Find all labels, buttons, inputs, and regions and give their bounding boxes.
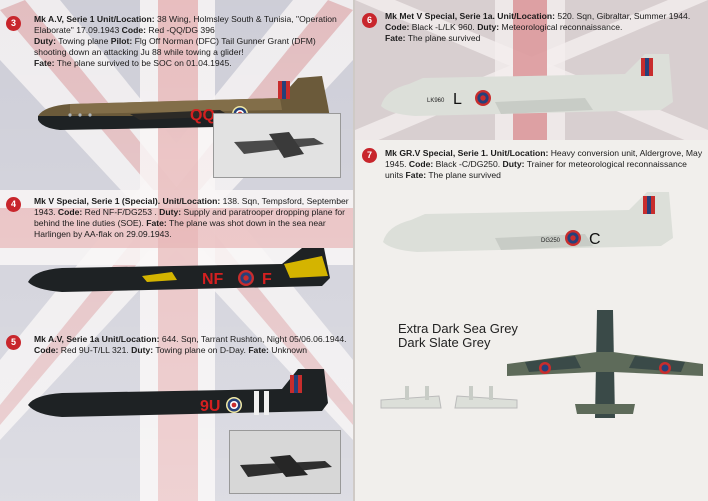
camo-color-2: Dark Slate Grey bbox=[398, 335, 491, 350]
page-gutter bbox=[353, 0, 355, 501]
entry-5-description: Mk A.V, Serie 1a Unit/Location: 644. Sqn… bbox=[34, 334, 347, 355]
plane-profile-entry-4: NF F bbox=[28, 248, 330, 292]
svg-text:F: F bbox=[262, 271, 272, 288]
entry-3-description: Mk A.V, Serie 1 Unit/Location: 38 Wing, … bbox=[34, 14, 337, 68]
entry-6-description: Mk Met V Special, Serie 1a. Unit/Locatio… bbox=[385, 11, 691, 43]
historical-photo-entry-5 bbox=[229, 430, 341, 494]
entry-7-description: Mk GR.V Special, Serie 1. Unit/Location:… bbox=[385, 148, 703, 180]
svg-text:C: C bbox=[589, 231, 601, 248]
underside-wing-plan bbox=[380, 386, 518, 409]
plane-profile-entry-5: 9U bbox=[28, 369, 328, 417]
plane-profile-entry-6: LK960 L bbox=[381, 54, 673, 116]
entry-number-badge: 3 bbox=[6, 16, 21, 31]
svg-text:DG250: DG250 bbox=[541, 238, 561, 244]
svg-text:L: L bbox=[453, 91, 462, 108]
entry-number-badge: 7 bbox=[362, 148, 377, 163]
entry-number-badge: 5 bbox=[6, 335, 21, 350]
entry-number-badge: 6 bbox=[362, 13, 377, 28]
right-page: 6 Mk Met V Special, Serie 1a. Unit/Locat… bbox=[355, 0, 708, 501]
plane-profile-entry-7: DG250 C bbox=[383, 192, 673, 252]
entry-4-description: Mk V Special, Serie 1 (Special). Unit/Lo… bbox=[34, 196, 349, 239]
svg-text:LK960: LK960 bbox=[427, 98, 445, 104]
svg-text:9U: 9U bbox=[200, 398, 220, 415]
entry-number-badge: 4 bbox=[6, 197, 21, 212]
left-page: 3 Mk A.V, Serie 1 Unit/Location: 38 Wing… bbox=[0, 0, 353, 501]
camo-color-1: Extra Dark Sea Grey bbox=[398, 321, 518, 336]
code-letters: QQ bbox=[190, 107, 215, 124]
svg-text:NF: NF bbox=[202, 271, 224, 288]
top-view-camouflage-plan bbox=[507, 310, 703, 418]
historical-photo-entry-3 bbox=[213, 113, 341, 178]
